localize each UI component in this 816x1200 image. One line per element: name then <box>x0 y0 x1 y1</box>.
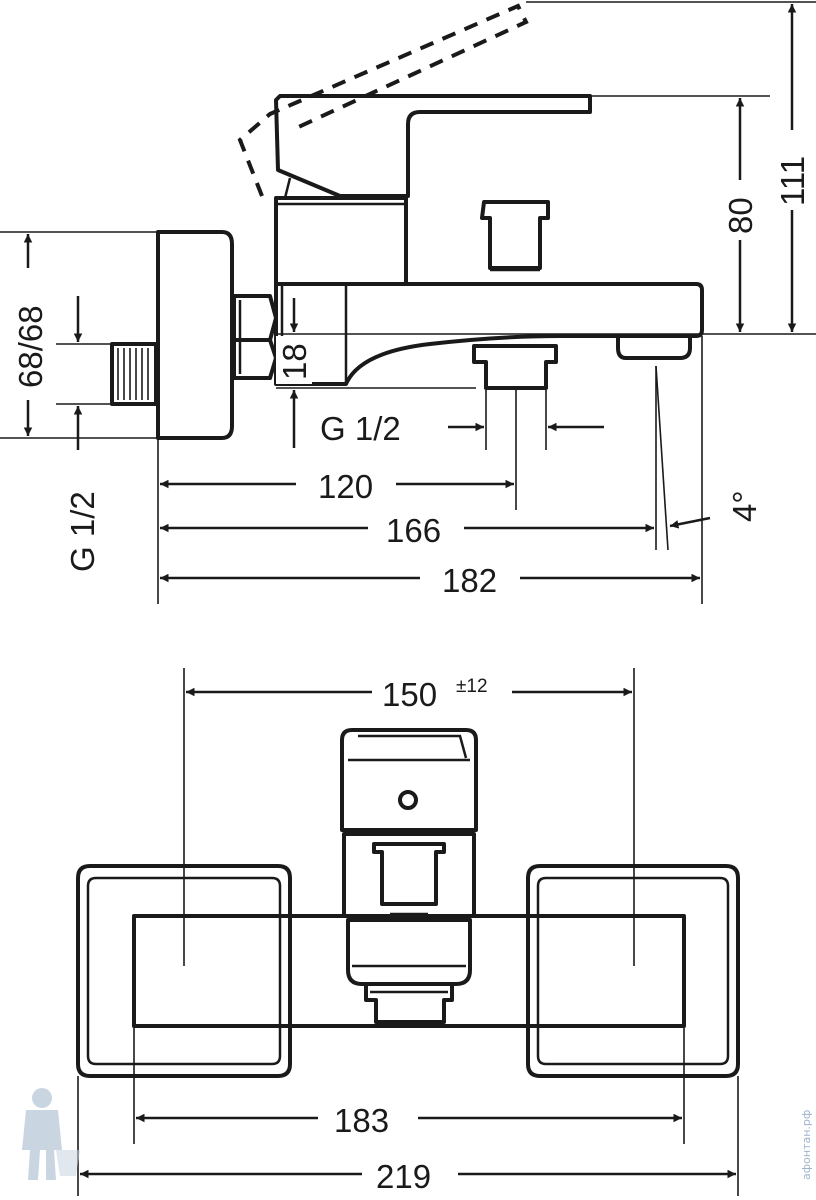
dim-18: 18 <box>276 343 313 380</box>
dim-80: 80 <box>722 197 759 234</box>
dim-183: 183 <box>334 1102 389 1139</box>
watermark-text: афонтан.рф <box>800 1110 813 1180</box>
lever-pin <box>398 790 418 810</box>
dim-111: 111 <box>774 156 811 206</box>
dim-g-outlet: G 1/2 <box>320 410 401 447</box>
side-view <box>110 3 704 440</box>
dim-g-inlet: G 1/2 <box>64 491 101 572</box>
dim-angle: 4° <box>726 490 763 522</box>
mixer-body <box>274 282 704 386</box>
shower-outlet <box>472 344 558 390</box>
dim-150: 150 <box>382 676 437 713</box>
dim-150-tolerance: ±12 <box>456 676 488 697</box>
spout-aerator <box>616 334 692 360</box>
plumber-mascot-logo <box>22 1088 80 1180</box>
top-view <box>76 728 740 1078</box>
dim-182: 182 <box>442 562 497 599</box>
threaded-inlet <box>110 342 158 406</box>
diverter-knob <box>480 200 550 270</box>
left-flange <box>76 864 292 1078</box>
dim-219: 219 <box>376 1158 431 1195</box>
dim-166: 166 <box>386 512 441 549</box>
lever-top <box>340 728 478 832</box>
right-flange <box>526 864 740 1078</box>
dim-120: 120 <box>318 468 373 505</box>
diverter-knob-top <box>372 842 446 906</box>
cartridge-housing <box>274 196 408 286</box>
lever-open-position <box>237 3 529 197</box>
dim-68-68: 68/68 <box>12 305 49 388</box>
body-bar <box>132 914 686 1028</box>
outlet-top <box>364 982 454 1024</box>
wall-flange <box>156 230 234 440</box>
side-view-dimensions <box>0 1 816 604</box>
lever-handle <box>274 94 592 198</box>
top-view-dimensions <box>77 668 739 1196</box>
connector-nut <box>232 294 278 380</box>
